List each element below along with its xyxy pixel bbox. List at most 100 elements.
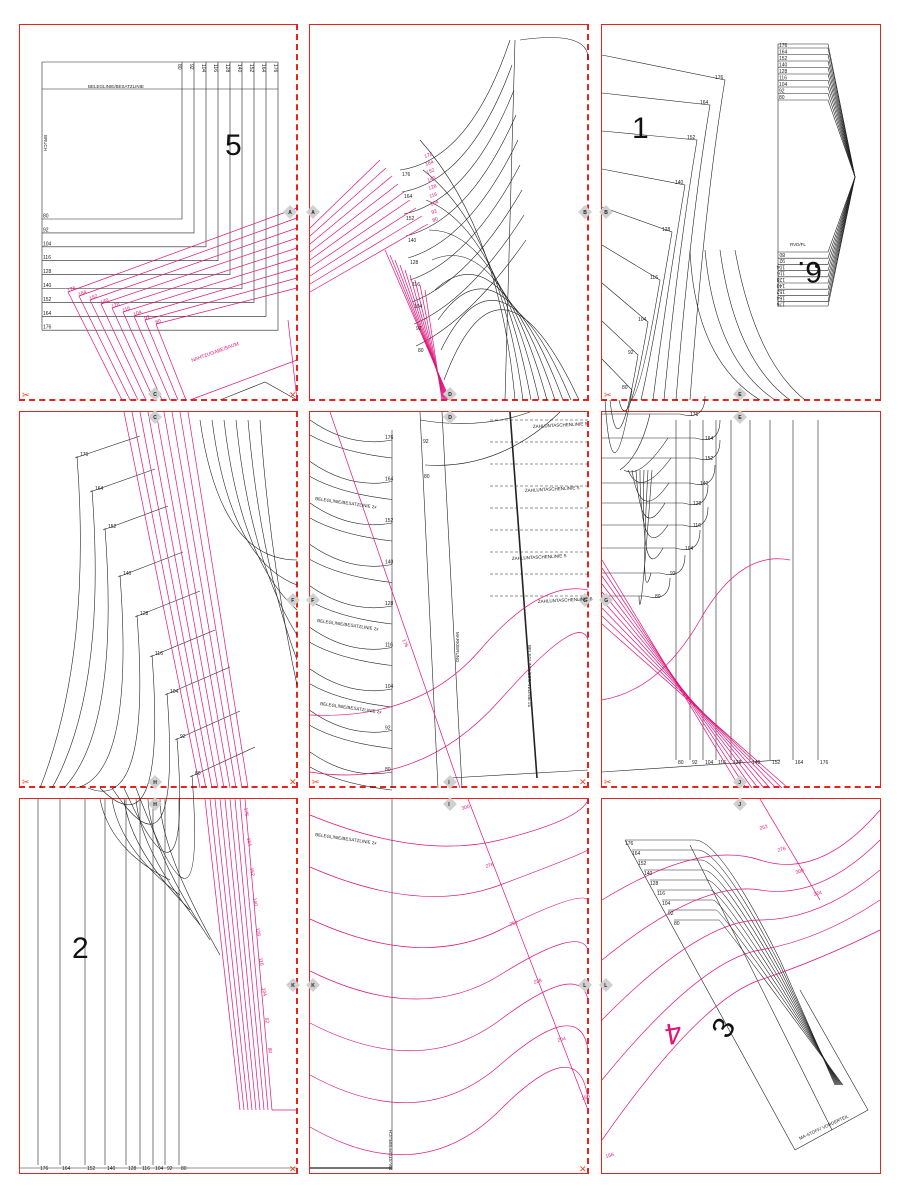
alt-size-label: 176 (67, 285, 77, 294)
cut-mark-icon: ✕ (289, 390, 297, 400)
pattern-line (329, 411, 461, 789)
match-marker-k (306, 978, 320, 992)
match-marker-f (286, 593, 300, 607)
size-label: 164 (62, 1166, 71, 1172)
pattern-line (89, 227, 298, 401)
size-label: 92 (779, 257, 785, 263)
pattern-line (42, 62, 255, 303)
size-label: 80 (176, 64, 182, 70)
pattern-line (689, 844, 833, 1131)
match-marker-g (599, 593, 613, 607)
alt-size-label: 176 (242, 807, 249, 816)
alt-size-label: 104 (133, 309, 143, 318)
size-label: 140 (107, 1166, 116, 1172)
seam-line-label: NAHTZUGABE/SAUM (191, 341, 240, 364)
pattern-line (123, 798, 191, 911)
size-label: 176 (402, 172, 411, 178)
facing-line-2x-label: BELEGLINIE/BESATZLINIE 2x (317, 618, 380, 632)
size-label: 104 (170, 689, 179, 695)
pattern-line (657, 889, 841, 1086)
size-label: 164 (260, 64, 266, 73)
size-label: 176 (715, 75, 724, 81)
match-marker-label: H (153, 802, 157, 808)
match-marker-label: C (153, 415, 157, 421)
size-label: 116 (212, 64, 218, 72)
piece-number-1: 1 (632, 112, 649, 145)
pattern-line (437, 288, 564, 401)
match-marker-label: K (291, 983, 295, 989)
pocket-line-label: ZAHLUNTASCHENLINIE S (512, 553, 567, 561)
size-label: 152 (87, 1166, 96, 1172)
pattern-line (309, 683, 393, 708)
alt-size-label: 104 (430, 199, 440, 208)
size-label: 128 (779, 69, 788, 75)
size-label: 152 (385, 518, 394, 524)
size-label: 80 (622, 385, 628, 391)
size-label: 92 (670, 571, 676, 577)
match-marker-label: K (311, 983, 315, 989)
pattern-line (441, 411, 463, 789)
size-label: 92 (423, 439, 429, 445)
size-label: 152 (772, 760, 781, 766)
pattern-line (419, 411, 439, 789)
size-label: 116 (412, 282, 420, 288)
pattern-line (309, 941, 589, 1000)
scissors-icon: ✂ (22, 390, 30, 400)
pattern-line (309, 223, 443, 401)
pattern-line (235, 419, 298, 636)
pattern-line (413, 214, 525, 325)
alt-size-label: 324 (813, 890, 823, 898)
size-label: 164 (385, 477, 394, 483)
pattern-line (42, 62, 219, 261)
alt-size-label: 92 (431, 208, 438, 216)
alt-size-label: 116 (122, 305, 132, 313)
pattern-line (144, 277, 298, 401)
pattern-line (778, 80, 856, 178)
pattern-line (42, 62, 231, 275)
pattern-line (309, 668, 393, 692)
facing-line-2x-label: BELEGLINIE/BESATZLINIE 2x (315, 496, 378, 510)
pattern-line (401, 64, 513, 193)
match-marker-label: A (288, 210, 292, 216)
size-label: 92 (628, 350, 634, 356)
size-label: 92 (188, 64, 194, 70)
pattern-line (428, 229, 540, 401)
pattern-line (403, 89, 515, 215)
cut-mark-icon: ✕ (289, 777, 297, 787)
size-label: 80 (424, 474, 430, 480)
pattern-line (778, 47, 856, 178)
piece6-label: RVD/FL (790, 242, 806, 247)
pattern-line (601, 92, 711, 401)
pattern-line (601, 130, 698, 401)
size-label: 140 (644, 871, 653, 877)
piece-number-5: 5 (225, 129, 242, 162)
size-label: 164 (795, 760, 804, 766)
alt-size-label: 128 (428, 183, 438, 192)
match-marker-label: G (604, 598, 608, 604)
size-label: 128 (693, 501, 702, 507)
pattern-line (778, 176, 856, 259)
size-label: 104 (385, 684, 394, 690)
match-marker-label: I (448, 780, 450, 786)
pattern-line (309, 461, 393, 484)
pattern-line (309, 175, 449, 401)
match-marker-label: G (583, 598, 587, 604)
sheet-panel-1 (19, 24, 298, 401)
pattern-line (163, 411, 231, 789)
pattern-line (99, 629, 216, 806)
pattern-line (602, 554, 686, 575)
pattern-line (199, 419, 298, 561)
size-label: 152 (687, 135, 696, 141)
pattern-line (778, 176, 856, 271)
pattern-line (602, 484, 709, 505)
pattern-line (309, 725, 393, 749)
size-label: 152 (248, 64, 254, 73)
size-label: 116 (142, 1166, 150, 1172)
pattern-line (155, 411, 225, 789)
piece-number-6: 6. (797, 255, 822, 288)
size-label: 164 (776, 294, 785, 300)
pattern-line (668, 909, 843, 1086)
pattern-line (674, 919, 844, 1086)
pattern-line (309, 183, 448, 401)
facing-line-2x-label: BELEGLINIE/BESATZLINIE 2x (315, 832, 378, 846)
